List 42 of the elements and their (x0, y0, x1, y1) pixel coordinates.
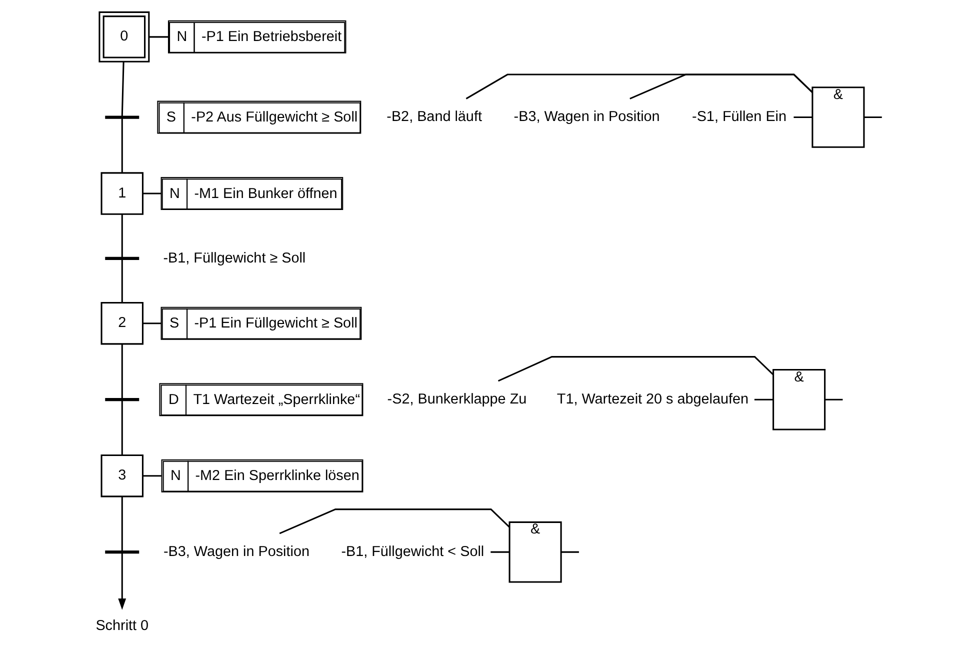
connector (465, 74, 812, 100)
connector (793, 116, 812, 118)
node-text: -B2, Band läuft (386, 109, 482, 126)
node-box: & (772, 368, 826, 430)
label: -B1, Füllgewicht ≥ Soll (162, 250, 306, 266)
connector (120, 260, 122, 303)
node-text: -B3, Wagen in Position (513, 109, 660, 126)
arrow (118, 553, 126, 610)
node-box: 1 (100, 172, 143, 215)
connector (754, 398, 773, 400)
node-bar (104, 116, 139, 119)
connector (824, 398, 842, 400)
node-text: -B1, Füllgewicht < Soll (340, 544, 484, 560)
node-text: -B3, Wagen in Position (162, 544, 309, 560)
node-box: 2 (100, 302, 143, 345)
connector (142, 322, 161, 324)
node-box: 0 (98, 11, 150, 62)
connector (629, 74, 812, 100)
node-bar (104, 398, 139, 402)
connector (120, 118, 122, 173)
node-text: -S2, Bunkerklappe Zu (386, 391, 526, 408)
connector (490, 551, 509, 553)
connector (120, 400, 122, 456)
node-box: & (811, 86, 864, 148)
node-text: Schritt 0 (95, 618, 148, 634)
connector (864, 116, 882, 118)
node-bar (104, 550, 139, 554)
connector (120, 496, 122, 551)
node-bar (104, 256, 139, 260)
connector (148, 36, 168, 38)
connector (120, 344, 122, 398)
connector (120, 62, 124, 116)
connector (497, 356, 774, 382)
node-box: & (508, 521, 562, 583)
connector (142, 475, 161, 477)
connector (120, 214, 122, 258)
connector (278, 508, 510, 534)
node-text: T1, Wartezeit 20 s abgelaufen (556, 391, 748, 408)
connector (142, 192, 161, 194)
connector (560, 551, 578, 553)
node-box: 3 (100, 454, 143, 498)
node-text: -S1, Füllen Ein (692, 109, 786, 126)
